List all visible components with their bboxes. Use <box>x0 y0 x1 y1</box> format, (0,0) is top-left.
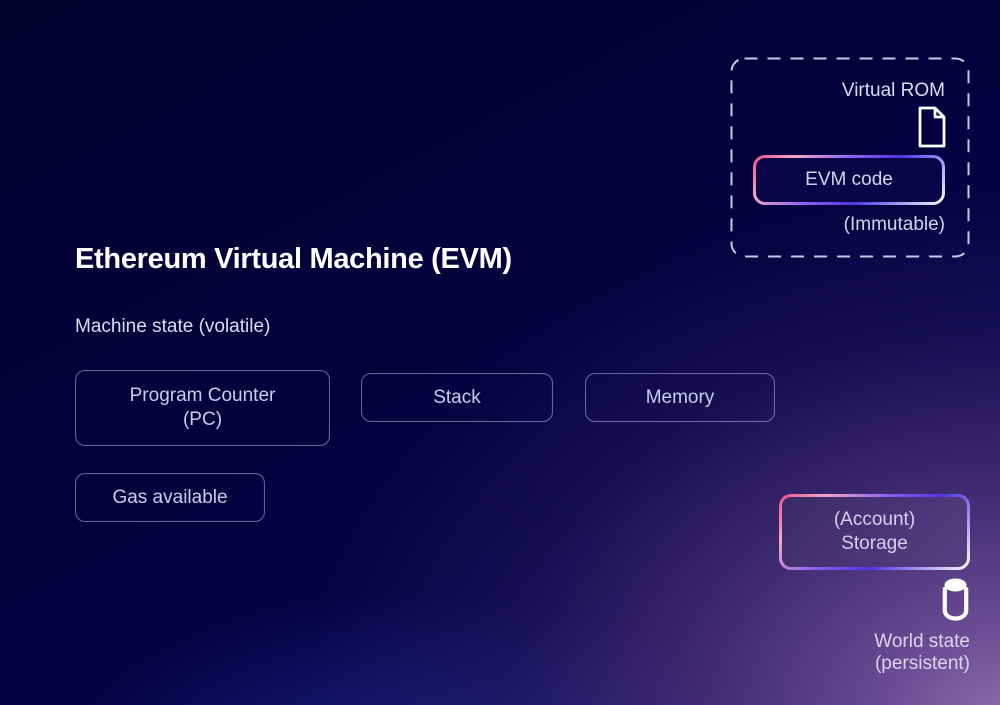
document-icon <box>918 106 946 148</box>
box-gas-available-label: Gas available <box>112 486 228 508</box>
world-state-label: World state (persistent) <box>874 631 970 674</box>
evm-code-box: EVM code <box>753 155 945 205</box>
page-title: Ethereum Virtual Machine (EVM) <box>75 243 512 275</box>
account-storage-label-wrap: (Account) Storage <box>782 497 967 567</box>
box-stack-label: Stack <box>433 386 481 408</box>
box-memory: Memory <box>585 373 775 422</box>
immutable-label: (Immutable) <box>843 214 945 235</box>
account-storage-box: (Account) Storage <box>779 494 970 570</box>
virtual-rom-label: Virtual ROM <box>841 80 945 101</box>
box-program-counter-label: Program Counter (PC) <box>129 385 276 430</box>
box-memory-label: Memory <box>645 386 715 408</box>
virtual-rom-dashed-border <box>730 57 970 258</box>
box-gas-available: Gas available <box>75 473 265 522</box>
machine-state-label: Machine state (volatile) <box>75 316 271 337</box>
database-icon <box>942 578 969 621</box>
account-storage-label: (Account) Storage <box>833 509 916 554</box>
evm-code-label: EVM code <box>756 158 942 202</box>
box-stack: Stack <box>361 373 553 422</box>
box-program-counter: Program Counter (PC) <box>75 370 330 446</box>
